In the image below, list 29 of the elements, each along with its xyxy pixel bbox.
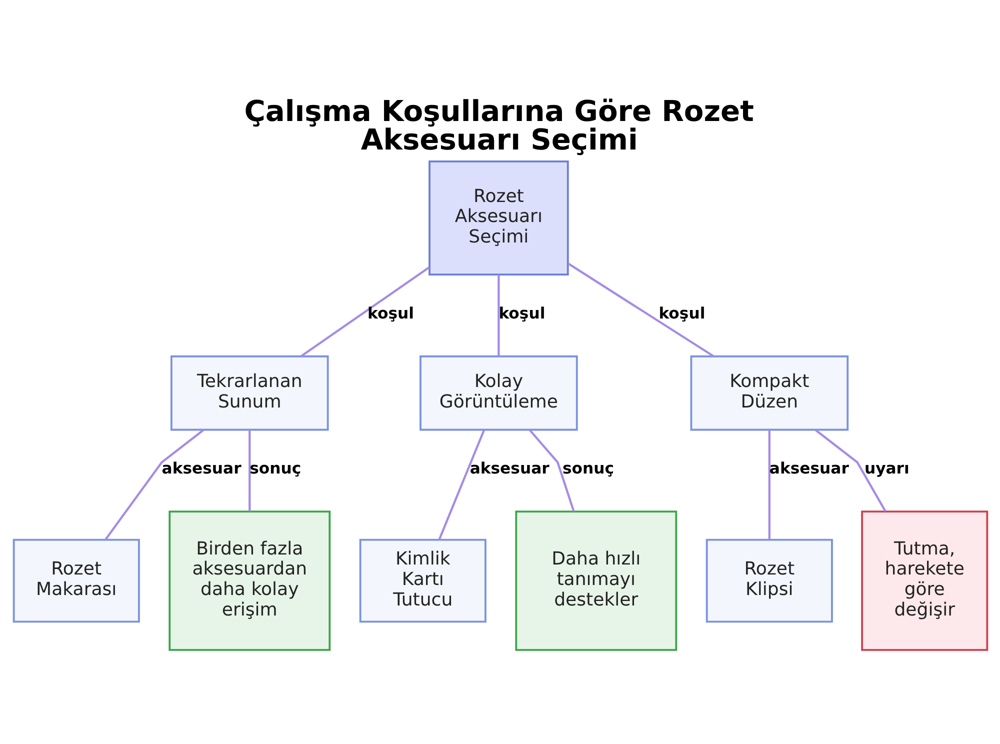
edge-label: koşul	[367, 303, 414, 322]
edge-label: aksesuar	[768, 458, 848, 478]
connector	[528, 429, 574, 512]
node-box: Tutma, harekete göre değişir	[860, 510, 988, 651]
edge-label: uyarı	[864, 458, 909, 478]
edge-label: koşul	[498, 303, 545, 322]
node-box: Kolay Görüntüleme	[419, 355, 578, 431]
connector	[300, 266, 430, 358]
node-box: Tekrarlanan Sunum	[170, 355, 328, 431]
node-box: Daha hızlı tanımayı destekler	[514, 510, 677, 651]
connector	[438, 430, 485, 540]
connector	[566, 262, 714, 358]
connector	[497, 274, 500, 356]
node-box: Kompakt Düzen	[690, 355, 848, 431]
connector	[814, 428, 886, 512]
edge-label: sonuç	[249, 458, 301, 478]
diagram-title: Çalışma Koşullarına Göre Rozet Aksesuarı Seçimi	[244, 94, 754, 157]
node-box: Kimlik Kartı Tutucu	[358, 538, 486, 623]
edge-label: sonuç	[562, 458, 614, 478]
edge-label: aksesuar	[469, 458, 549, 478]
connector	[248, 430, 250, 512]
node-box: Birden fazla aksesuardan daha kolay erişim	[168, 510, 330, 651]
node-box: Rozet Klipsi	[705, 538, 832, 623]
node-box: Rozet Aksesuarı Seçimi	[428, 160, 568, 276]
edge-label: koşul	[658, 303, 705, 322]
node-box: Rozet Makarası	[12, 538, 140, 623]
connector	[104, 428, 204, 540]
connector	[768, 430, 770, 540]
edge-label: aksesuar	[161, 458, 241, 478]
